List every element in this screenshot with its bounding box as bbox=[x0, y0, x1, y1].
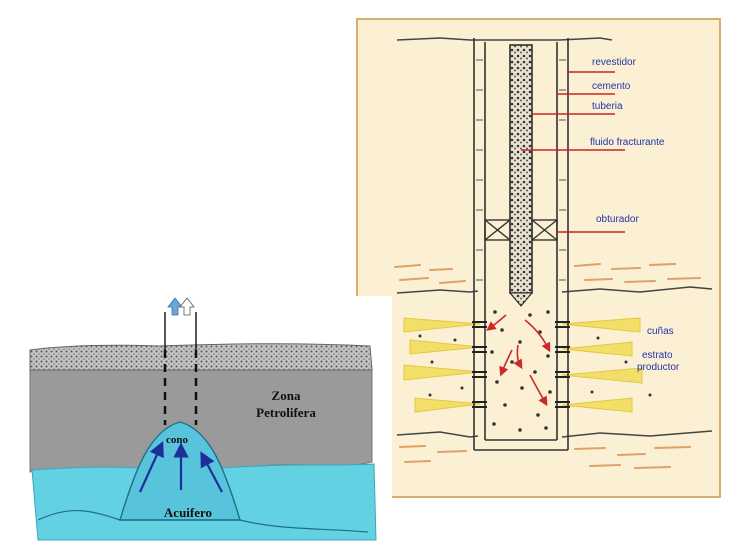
coning-diagram: Zona Petrolifera cono Acuifero bbox=[0, 296, 392, 556]
aquifer-bottom-line bbox=[37, 510, 369, 533]
sandy-strata bbox=[394, 263, 701, 469]
fracture-wedges bbox=[403, 317, 643, 413]
tubing-tip bbox=[508, 292, 534, 307]
surface-line bbox=[396, 37, 613, 41]
coning-wellbore bbox=[163, 312, 198, 425]
label-cone: cono bbox=[166, 434, 189, 446]
production-arrow-blue-icon bbox=[167, 297, 183, 316]
label-cement: cemento bbox=[592, 81, 631, 92]
label-producing-stratum-2: productor bbox=[637, 362, 680, 373]
label-producing-stratum-1: estrato bbox=[642, 350, 673, 361]
cap-rock bbox=[29, 343, 373, 371]
tubing-fluid bbox=[509, 44, 533, 294]
well-diagram: revestidor cemento tuberia fluido fractu… bbox=[356, 18, 721, 498]
well-labels: revestidor cemento tuberia fluido fractu… bbox=[590, 57, 680, 373]
label-fracturing-fluid: fluido fracturante bbox=[590, 137, 665, 148]
fluid-flow-arrows bbox=[486, 314, 551, 407]
well-casing bbox=[473, 38, 569, 451]
label-casing: revestidor bbox=[592, 57, 637, 68]
label-packer: obturador bbox=[596, 214, 639, 225]
water-flow-arrows bbox=[138, 440, 223, 493]
packer bbox=[484, 219, 558, 241]
perforations bbox=[472, 321, 570, 408]
label-oil-zone-2: Petrolifera bbox=[256, 405, 316, 420]
label-aquifer: Acuifero bbox=[164, 505, 212, 520]
well-panel-background bbox=[356, 18, 721, 498]
label-tubing: tuberia bbox=[592, 101, 623, 112]
label-oil-zone-1: Zona bbox=[272, 388, 301, 403]
label-wedges: cuñas bbox=[647, 326, 674, 337]
production-arrow-white-icon bbox=[179, 297, 195, 316]
proppant-dots bbox=[418, 310, 652, 432]
leader-lines bbox=[521, 71, 625, 233]
